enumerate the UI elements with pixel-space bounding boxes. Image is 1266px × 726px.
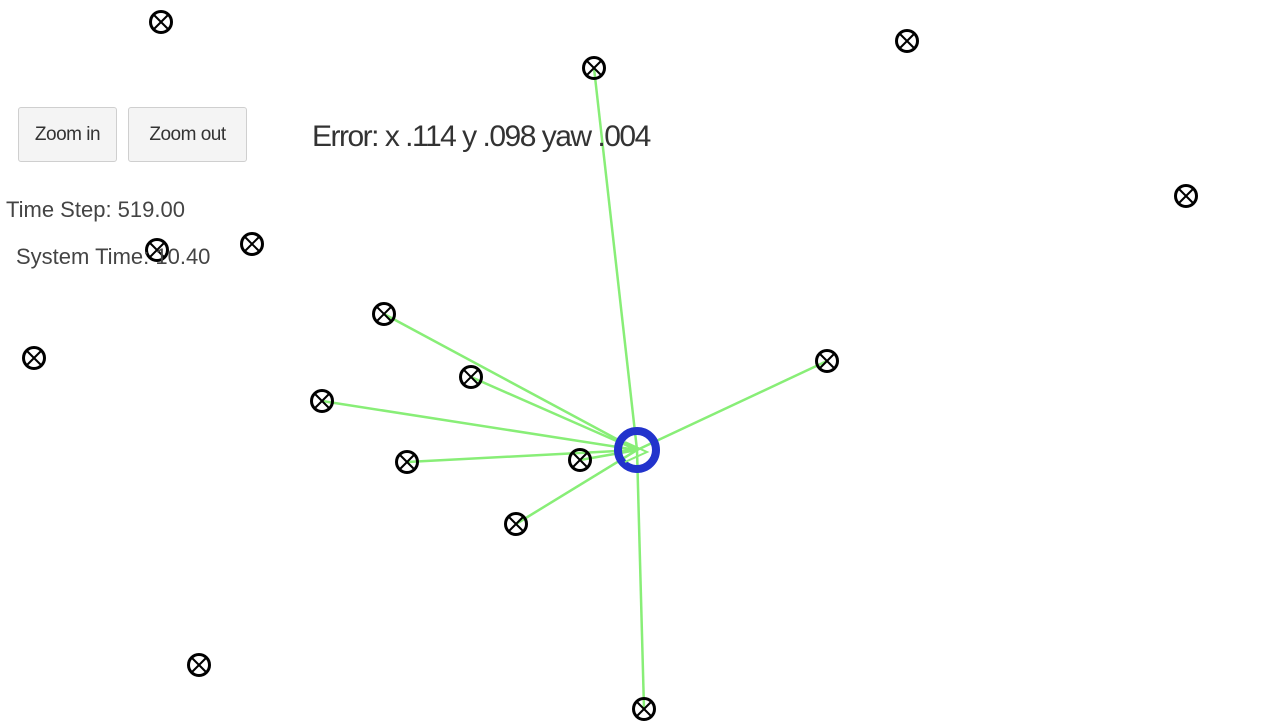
landmark-marker-icon [1174,184,1198,208]
vehicle-heading-arrow [624,441,650,463]
zoom-in-button[interactable]: Zoom in [18,107,117,162]
observation-line [383,312,638,452]
landmark-marker-icon [459,365,483,389]
landmark-marker-icon [22,346,46,370]
landmark-marker-icon [149,10,173,34]
landmarks [22,10,1198,721]
time-step-label: Time Step: 519.00 [6,197,185,222]
observation-line [470,375,638,452]
landmark-marker-icon [815,349,839,373]
zoom-out-button[interactable]: Zoom out [128,107,247,162]
observation-lines [321,67,828,710]
landmark-marker-icon [145,238,169,262]
system-time-label: System Time: 10.40 [16,244,211,269]
landmark-marker-icon [582,56,606,80]
error-readout: Error: x .114 y .098 yaw .004 [312,120,651,153]
observation-line [635,449,646,710]
landmark-marker-icon [310,389,334,413]
observation-line [406,448,638,464]
landmark-marker-icon [240,232,264,256]
landmark-marker-icon [372,302,396,326]
observation-line [636,359,828,452]
observation-line [321,399,638,452]
observation-line [515,448,638,526]
landmark-marker-icon [895,29,919,53]
vehicle-icon [614,427,660,473]
landmark-marker-icon [395,450,419,474]
landmark-marker-icon [568,448,592,472]
landmark-marker-icon [187,653,211,677]
landmark-marker-icon [632,697,656,721]
vehicle-body [614,427,660,473]
landmark-marker-icon [504,512,528,536]
observation-line [592,67,639,451]
